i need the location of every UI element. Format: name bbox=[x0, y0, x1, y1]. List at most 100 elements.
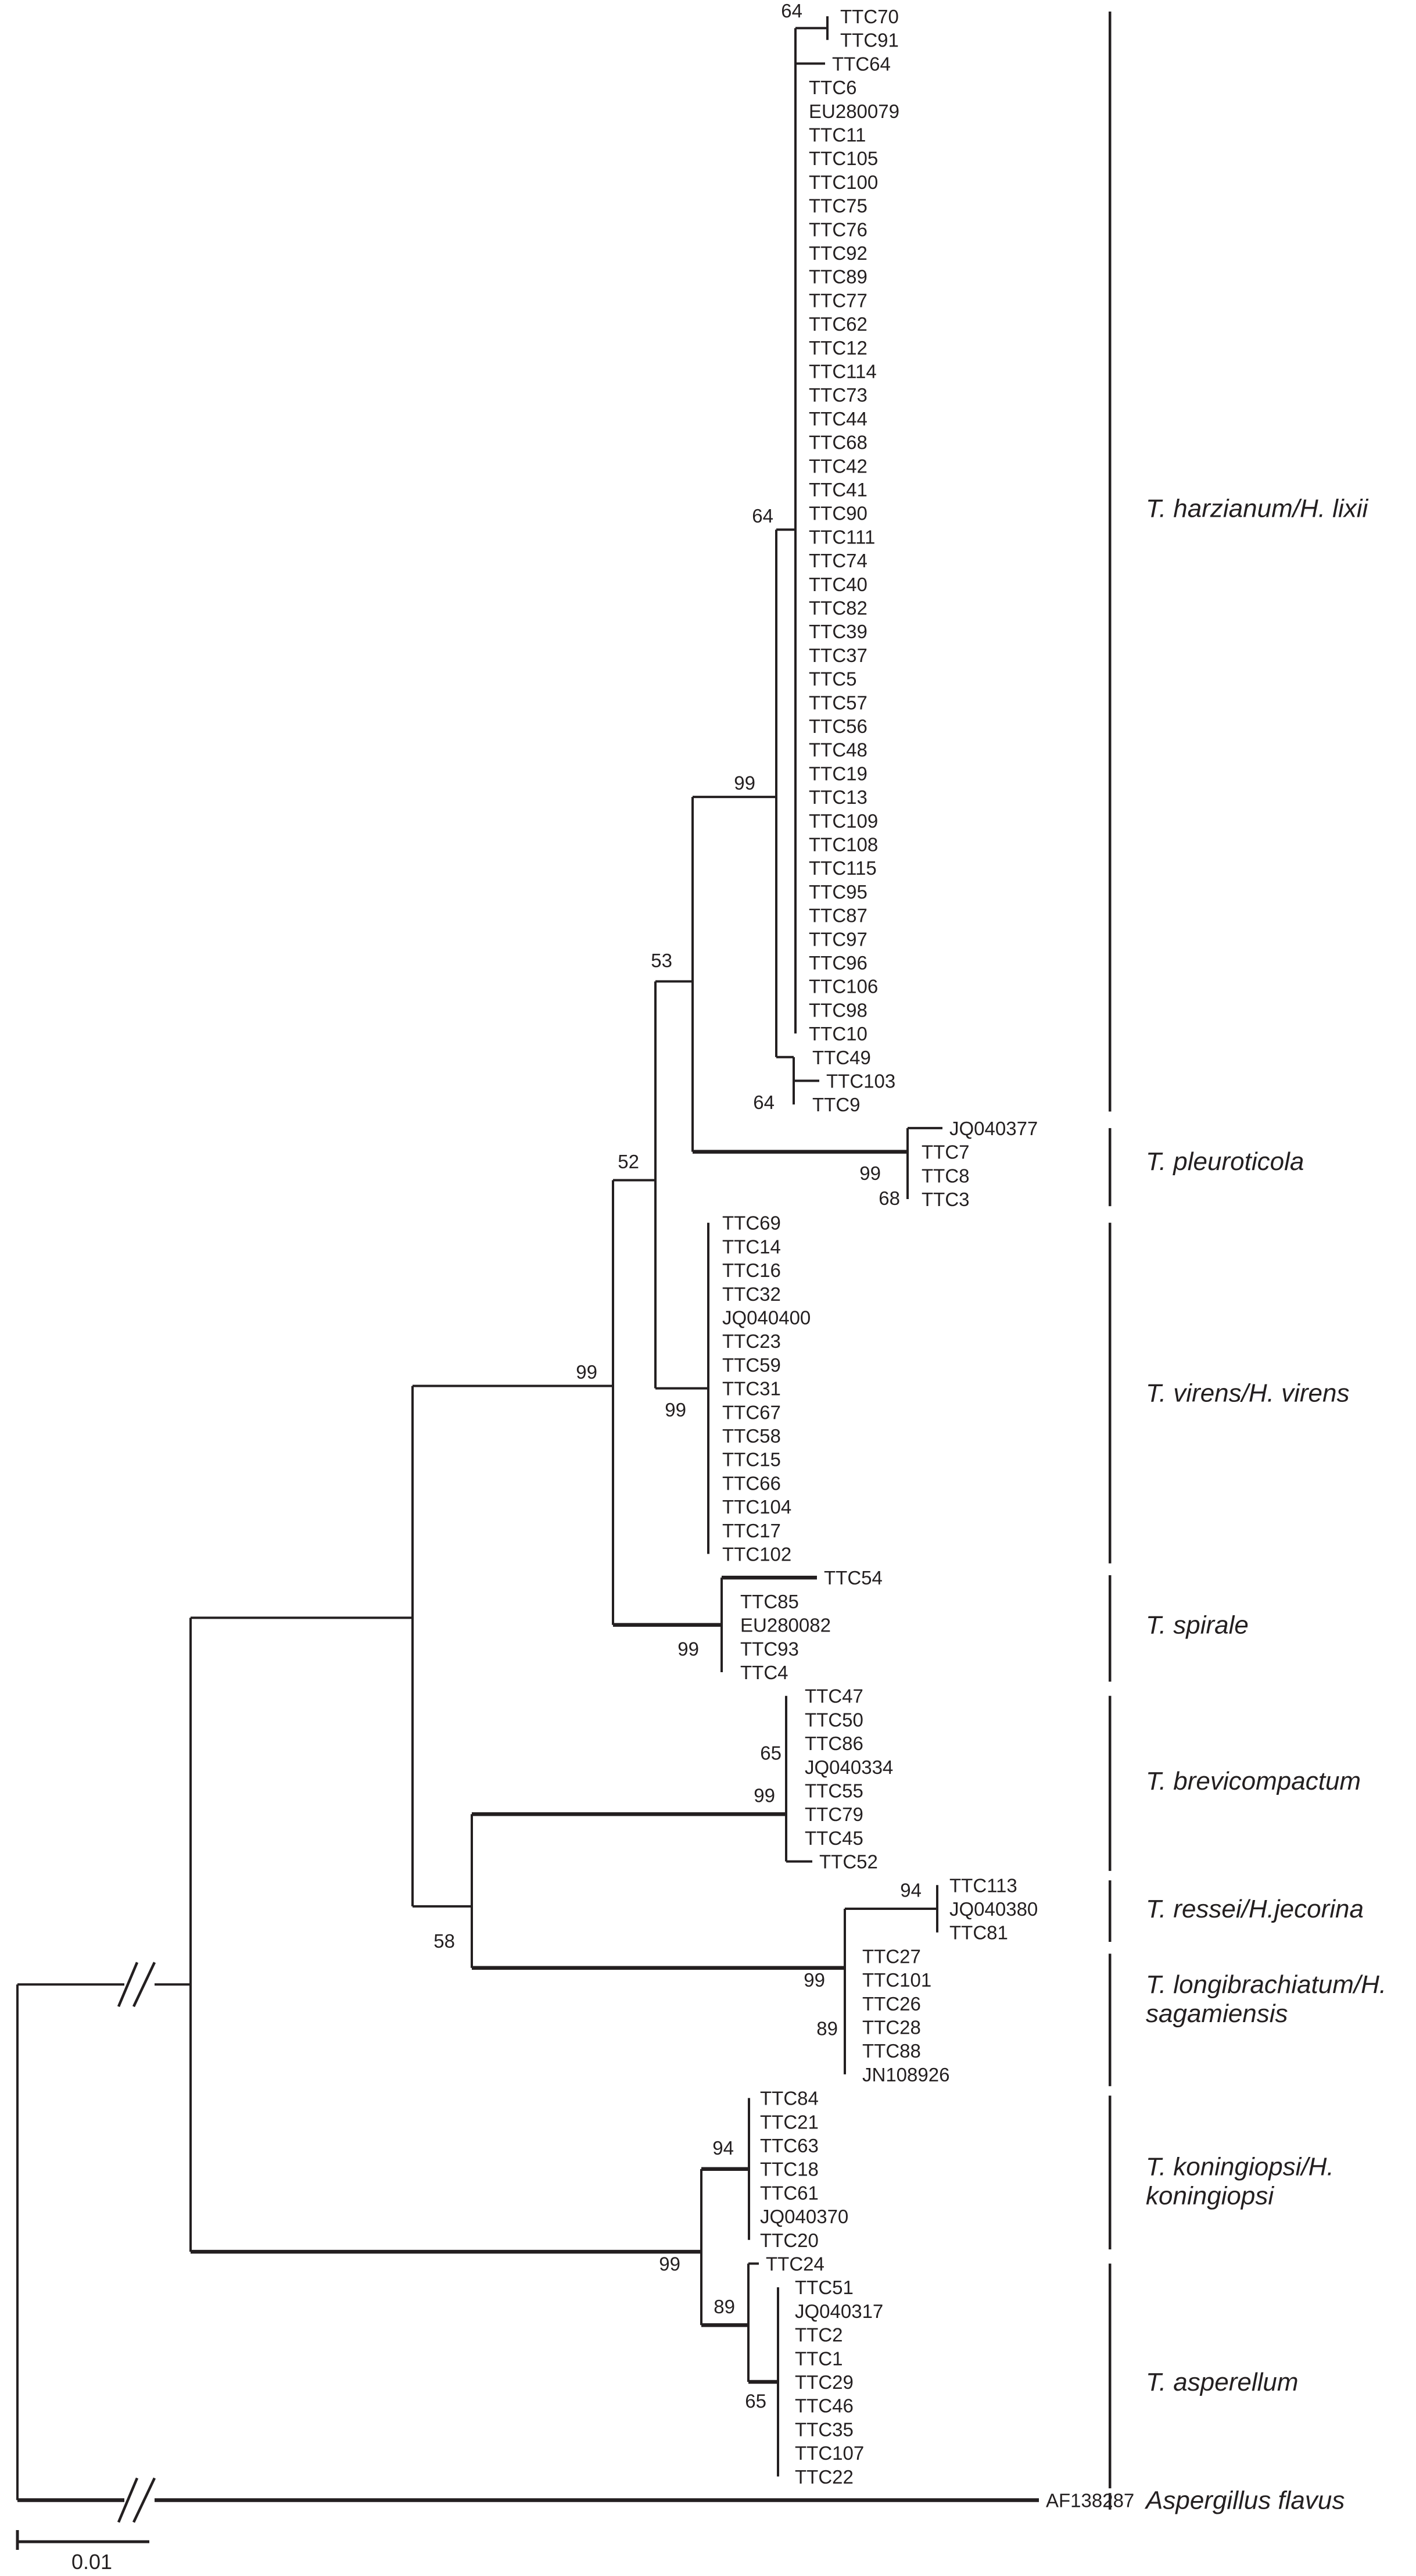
taxon-label: TTC111 bbox=[809, 526, 875, 548]
taxon-label: TTC32 bbox=[722, 1283, 781, 1305]
clade-bar bbox=[1109, 11, 1112, 1112]
taxon-label: TTC76 bbox=[809, 219, 867, 240]
branch-break-slash bbox=[117, 2477, 139, 2523]
taxon-label: TTC64 bbox=[832, 53, 891, 74]
taxon-label: TTC11 bbox=[809, 124, 866, 146]
taxon-label: TTC52 bbox=[819, 1851, 878, 1873]
taxon-label: TTC14 bbox=[722, 1236, 781, 1257]
taxon-label: EU280082 bbox=[740, 1615, 831, 1636]
taxon-label: TTC84 bbox=[760, 2088, 819, 2109]
taxon-label: TTC85 bbox=[740, 1591, 799, 1612]
taxon-label: TTC40 bbox=[809, 574, 867, 595]
taxon-label: EU280079 bbox=[809, 101, 899, 122]
support-value: 89 bbox=[714, 2296, 735, 2317]
taxon-label: TTC22 bbox=[795, 2466, 854, 2488]
clade-label: T. asperellum bbox=[1146, 2368, 1299, 2396]
taxon-label: TTC51 bbox=[795, 2277, 854, 2298]
taxon-label: TTC79 bbox=[805, 1804, 863, 1825]
clade-label: T. longibrachiatum/H. bbox=[1146, 1970, 1386, 1999]
clade-bar bbox=[1109, 1222, 1112, 1564]
taxon-label: TTC104 bbox=[722, 1496, 791, 1518]
taxon-label: TTC15 bbox=[722, 1449, 781, 1471]
taxon-label: TTC92 bbox=[809, 242, 867, 264]
taxon-label: TTC101 bbox=[862, 1969, 931, 1991]
taxon-label: TTC20 bbox=[760, 2230, 819, 2251]
clade-bar bbox=[1109, 1880, 1112, 1942]
taxon-label: TTC95 bbox=[809, 881, 867, 903]
taxon-label: JQ040400 bbox=[722, 1307, 811, 1329]
taxon-label: TTC74 bbox=[809, 550, 867, 571]
taxon-label: TTC45 bbox=[805, 1827, 863, 1849]
taxon-label: TTC41 bbox=[809, 479, 867, 500]
clade-label: T. koningiopsi/H. bbox=[1146, 2153, 1334, 2181]
taxon-label: TTC77 bbox=[809, 289, 867, 311]
taxon-label: TTC97 bbox=[809, 928, 867, 950]
taxon-label: TTC19 bbox=[809, 763, 867, 784]
clade-label: T. ressei/H.jecorina bbox=[1146, 1895, 1364, 1923]
taxon-label: TTC59 bbox=[722, 1354, 781, 1376]
taxon-label: TTC29 bbox=[795, 2371, 854, 2393]
support-value: 53 bbox=[651, 950, 672, 971]
taxon-label: TTC10 bbox=[809, 1023, 867, 1044]
taxon-label: TTC39 bbox=[809, 621, 867, 642]
taxon-label: TTC17 bbox=[722, 1520, 781, 1541]
branch-break-slash bbox=[117, 1962, 139, 2008]
support-value: 68 bbox=[879, 1187, 900, 1209]
support-value: 52 bbox=[618, 1151, 639, 1172]
taxon-label: JQ040377 bbox=[949, 1118, 1038, 1139]
taxon-label: TTC44 bbox=[809, 408, 867, 430]
taxon-label: TTC50 bbox=[805, 1709, 863, 1730]
support-value: 64 bbox=[781, 0, 802, 22]
branch-break-gap bbox=[124, 1979, 155, 1990]
taxon-label: TTC42 bbox=[809, 455, 867, 477]
branch-break-gap bbox=[124, 2495, 155, 2506]
taxon-label: TTC100 bbox=[809, 171, 878, 193]
scale-bar-label: 0.01 bbox=[71, 2550, 112, 2574]
clade-bar bbox=[1109, 1128, 1112, 1207]
clade-label: sagamiensis bbox=[1146, 1999, 1288, 2028]
taxon-label: TTC102 bbox=[722, 1544, 791, 1565]
taxon-label: JQ040317 bbox=[795, 2300, 883, 2322]
support-value: 99 bbox=[859, 1162, 881, 1184]
clade-bar bbox=[1109, 2095, 1112, 2250]
taxon-label: TTC7 bbox=[922, 1142, 970, 1163]
taxon-label: TTC48 bbox=[809, 739, 867, 761]
taxon-label: TTC114 bbox=[809, 361, 877, 382]
support-value: 65 bbox=[745, 2391, 766, 2412]
support-value: 64 bbox=[752, 505, 773, 527]
taxon-label: TTC49 bbox=[812, 1047, 871, 1068]
taxon-label: TTC35 bbox=[795, 2418, 854, 2440]
clade-label: T. brevicompactum bbox=[1146, 1767, 1361, 1795]
support-value: 99 bbox=[734, 772, 755, 794]
taxon-label: TTC89 bbox=[809, 266, 867, 288]
clade-label: T. pleuroticola bbox=[1146, 1147, 1304, 1176]
taxon-label: TTC8 bbox=[922, 1165, 970, 1186]
taxon-label: TTC12 bbox=[809, 337, 867, 359]
taxon-label: TTC67 bbox=[722, 1401, 781, 1423]
taxon-label: TTC31 bbox=[722, 1378, 781, 1400]
taxon-label: TTC4 bbox=[740, 1662, 788, 1683]
taxon-label: TTC70 bbox=[840, 6, 899, 27]
taxon-label: TTC23 bbox=[722, 1330, 781, 1352]
taxon-label: TTC3 bbox=[922, 1189, 970, 1210]
support-value: 99 bbox=[659, 2253, 680, 2275]
taxon-label: TTC9 bbox=[812, 1094, 861, 1115]
taxon-label: AF138287 bbox=[1046, 2490, 1134, 2511]
clade-label: T. virens/H. virens bbox=[1146, 1379, 1349, 1408]
taxon-label: TTC16 bbox=[722, 1260, 781, 1281]
taxon-label: TTC81 bbox=[949, 1922, 1008, 1944]
taxon-label: TTC47 bbox=[805, 1686, 863, 1707]
support-value: 99 bbox=[677, 1638, 699, 1659]
taxon-label: TTC105 bbox=[809, 148, 878, 169]
taxon-label: TTC2 bbox=[795, 2324, 843, 2346]
taxon-label: TTC46 bbox=[795, 2395, 854, 2417]
taxon-label: TTC98 bbox=[809, 999, 867, 1021]
taxon-label: TTC56 bbox=[809, 715, 867, 737]
support-value: 99 bbox=[576, 1361, 597, 1383]
taxon-label: TTC115 bbox=[809, 857, 877, 879]
taxon-label: TTC103 bbox=[826, 1071, 895, 1092]
support-value: 99 bbox=[754, 1785, 775, 1806]
clade-bar bbox=[1109, 2493, 1112, 2510]
taxon-label: TTC57 bbox=[809, 692, 867, 713]
taxon-label: TTC24 bbox=[766, 2253, 824, 2275]
